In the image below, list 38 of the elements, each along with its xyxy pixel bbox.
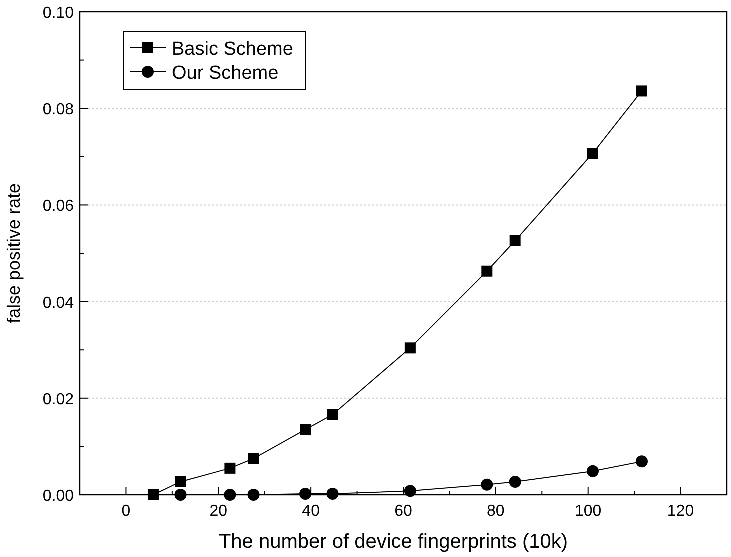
tick-label: 120 bbox=[667, 503, 694, 520]
legend-label: Basic Scheme bbox=[172, 39, 294, 60]
point bbox=[404, 342, 416, 354]
point bbox=[404, 485, 416, 498]
point bbox=[636, 86, 648, 97]
tick-label: 60 bbox=[394, 503, 412, 520]
point bbox=[586, 465, 599, 478]
point bbox=[300, 488, 312, 500]
axis-title: The number of device fingerprints (10k) bbox=[218, 531, 568, 553]
tick-label: 0.04 bbox=[42, 294, 74, 312]
point bbox=[326, 488, 339, 500]
tick-label: 0.00 bbox=[42, 488, 74, 505]
point bbox=[481, 478, 494, 491]
point bbox=[224, 489, 236, 501]
point bbox=[636, 456, 648, 468]
point bbox=[148, 490, 159, 500]
point bbox=[248, 489, 260, 501]
tick-label: 0.06 bbox=[42, 198, 74, 216]
point bbox=[300, 424, 312, 436]
tick-label: 0.08 bbox=[42, 102, 74, 119]
point bbox=[224, 462, 236, 474]
tick-label: 0.10 bbox=[42, 5, 74, 22]
legend-label: Our Scheme bbox=[172, 63, 279, 84]
axis-title: false positive rate bbox=[4, 183, 24, 324]
tick-label: 100 bbox=[575, 503, 602, 520]
point bbox=[175, 476, 186, 488]
point bbox=[587, 148, 598, 160]
point bbox=[509, 476, 522, 488]
point bbox=[327, 409, 338, 420]
tick-label: 80 bbox=[487, 503, 505, 520]
point bbox=[482, 266, 493, 277]
point bbox=[510, 235, 521, 246]
tick-label: 40 bbox=[302, 503, 320, 520]
point bbox=[174, 489, 187, 501]
tick-label: 0.02 bbox=[42, 391, 74, 408]
point bbox=[248, 453, 260, 464]
tick-label: 20 bbox=[210, 503, 228, 520]
tick-label: 0 bbox=[122, 503, 131, 520]
